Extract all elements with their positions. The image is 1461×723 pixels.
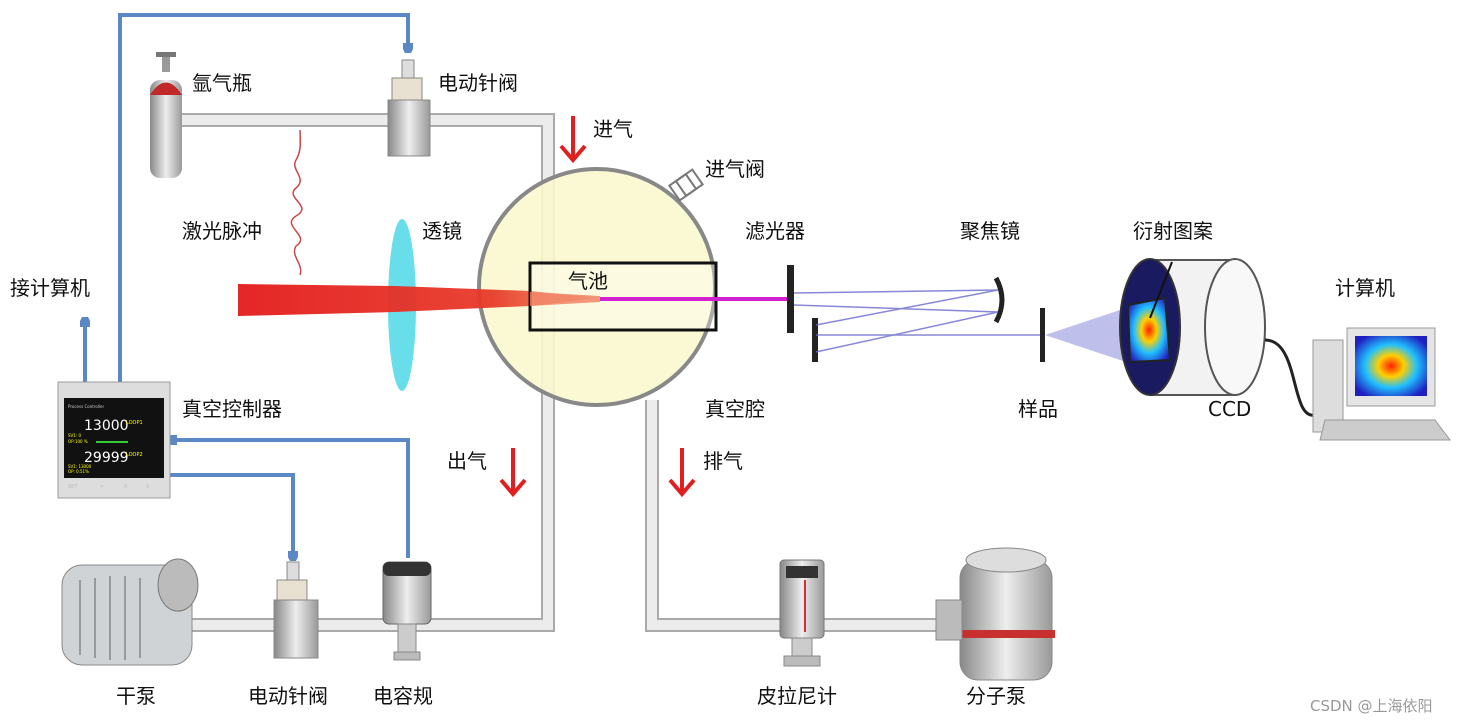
controller-op-1: OP:100 % (68, 439, 88, 444)
label-lens: 透镜 (422, 219, 462, 243)
dry-pump (61, 558, 199, 666)
label-computer-right: 计算机 (1335, 276, 1395, 300)
argon-bottle (150, 52, 182, 178)
label-needle-valve-bottom: 电动针阀 (248, 684, 328, 708)
exhaust-arrow-icon (668, 448, 696, 498)
label-inlet-valve: 进气阀 (705, 157, 765, 181)
label-sample: 样品 (1018, 397, 1058, 421)
gas-in-arrow-icon (559, 116, 587, 164)
needle-valve-bottom (273, 561, 319, 659)
inlet-valve-icon (667, 168, 705, 202)
controller-loop-2: LOOP2 (126, 452, 143, 458)
label-dry-pump: 干泵 (116, 684, 156, 708)
laser-pulse-wave (290, 129, 303, 276)
label-exhaust: 排气 (703, 449, 743, 473)
label-gas-out: 出气 (447, 449, 487, 473)
label-capacitance-gauge: 电容规 (373, 684, 433, 708)
laser-beam (238, 284, 600, 316)
flow-arrows (499, 116, 696, 498)
diffraction-pattern-image (1126, 296, 1172, 364)
label-molecular-pump: 分子泵 (966, 684, 1026, 708)
label-argon-bottle: 氩气瓶 (192, 71, 252, 95)
label-filter: 滤光器 (745, 219, 805, 243)
watermark: CSDN @上海依阳 (1310, 697, 1433, 715)
label-needle-valve-top: 电动针阀 (438, 71, 518, 95)
label-gas-cell: 气池 (568, 269, 608, 293)
controller-value-1: 13000 (84, 418, 129, 434)
label-ccd: CCD (1208, 397, 1251, 421)
pirani-gauge (779, 559, 825, 667)
controller-op-2: OP: 0.51% (68, 469, 89, 474)
label-gas-in: 进气 (593, 117, 633, 141)
flat-mirror (812, 318, 818, 362)
labels: 氩气瓶 电动针阀 进气 进气阀 激光脉冲 透镜 气池 滤光器 聚焦镜 衍射图案 … (10, 71, 1433, 715)
controller-button-set: SET (68, 484, 78, 490)
label-vacuum-chamber: 真空腔 (705, 397, 765, 421)
controller-button-down: V (146, 484, 150, 490)
computer (1312, 327, 1451, 441)
label-vacuum-controller: 真空控制器 (182, 397, 282, 421)
needle-valve-top (387, 59, 431, 157)
controller-button-next: > (100, 484, 104, 490)
controller-button-up: A (124, 484, 128, 490)
capacitance-gauge (382, 561, 432, 661)
filter (787, 265, 794, 333)
control-lines (85, 13, 408, 558)
xuv-optics (787, 265, 1135, 365)
controller-sv-1: SV1: 0 (68, 433, 81, 438)
label-focusing-mirror: 聚焦镜 (960, 219, 1020, 243)
ccd-camera (1119, 258, 1316, 417)
vacuum-controller-device: Process Controller 13000 LOOP1 SV1: 0 OP… (57, 381, 171, 499)
gas-out-arrow-icon (499, 448, 527, 498)
focusing-mirror (993, 276, 1005, 324)
controller-value-2: 29999 (84, 450, 129, 466)
molecular-pump (935, 547, 1055, 681)
label-laser-pulse: 激光脉冲 (182, 219, 262, 243)
controller-title: Process Controller (68, 404, 104, 409)
label-pirani-gauge: 皮拉尼计 (757, 684, 837, 708)
controller-sv-2: SV1: 13000 (68, 464, 92, 469)
label-computer-left: 接计算机 (10, 276, 90, 300)
controller-loop-1: LOOP1 (126, 420, 143, 426)
sample (1040, 308, 1045, 362)
label-diffraction-pattern: 衍射图案 (1133, 219, 1213, 243)
